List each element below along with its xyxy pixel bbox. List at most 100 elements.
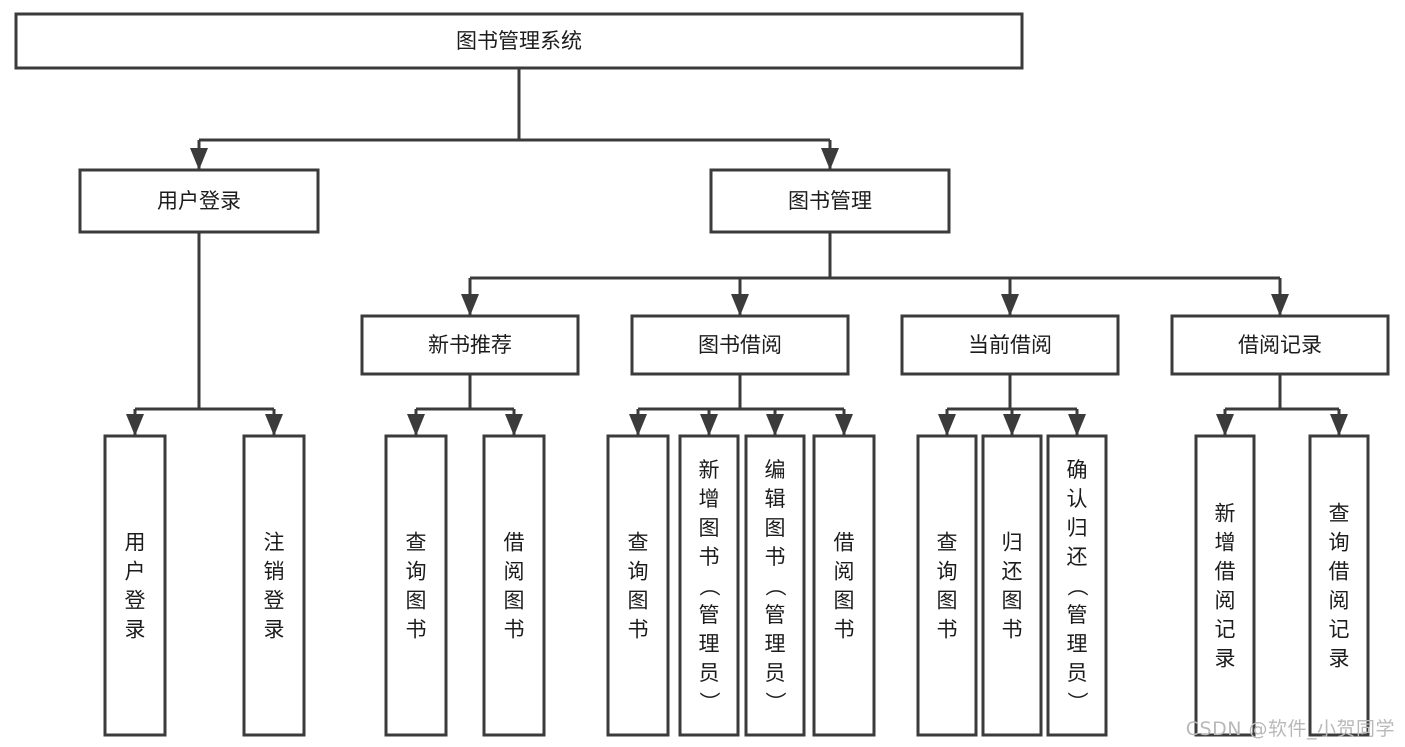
- leaf-box-0-char-1: 户: [125, 560, 146, 584]
- arrow-head-icon: [1330, 414, 1348, 436]
- leaf-box-2-char-0: 查: [406, 531, 427, 555]
- leaf-box-6-char-7: 员: [765, 661, 786, 685]
- leaf-box-0[interactable]: 用户登录: [103, 434, 167, 737]
- level2-node-0[interactable]: 用户登录: [78, 168, 320, 234]
- arrow-head-icon: [938, 414, 956, 436]
- level3-node-0[interactable]: 新书推荐: [360, 314, 580, 376]
- leaf-box-11-char-2: 借: [1215, 560, 1236, 584]
- level3-node-1-rect: [630, 314, 850, 376]
- arrow-head-icon: [700, 414, 718, 436]
- level3-node-2[interactable]: 当前借阅: [900, 314, 1120, 376]
- leaf-box-0-char-2: 登: [125, 589, 146, 613]
- leaf-box-1-char-3: 录: [264, 618, 285, 642]
- leaf-box-12-char-2: 借: [1329, 560, 1350, 584]
- leaf-box-1-char-2: 登: [264, 589, 285, 613]
- level2-node-1[interactable]: 图书管理: [709, 168, 951, 234]
- leaf-box-7-rect: [812, 434, 876, 737]
- leaf-box-5-char-0: 新: [699, 458, 720, 482]
- leaf-box-5-char-4: （: [697, 576, 721, 597]
- arrow-head-icon: [190, 148, 208, 170]
- leaf-box-7-char-2: 图: [834, 589, 855, 613]
- level2-node-1-label: 图书管理: [788, 189, 872, 213]
- root-node-system-rect: [14, 12, 1024, 70]
- leaf-box-11-char-1: 增: [1215, 531, 1236, 555]
- level2-node-1-rect: [709, 168, 951, 234]
- arrow-head-icon: [265, 414, 283, 436]
- arrow-head-icon: [126, 414, 144, 436]
- arrow-head-icon: [835, 414, 853, 436]
- leaf-box-6-char-6: 理: [765, 632, 786, 656]
- leaf-box-12-char-0: 查: [1329, 502, 1350, 526]
- leaf-box-0-rect: [103, 434, 167, 737]
- leaf-box-10-char-8: ）: [1065, 692, 1089, 713]
- root-node-system-label: 图书管理系统: [456, 29, 582, 53]
- arrow-head-icon: [1001, 294, 1019, 316]
- leaf-box-8-char-1: 询: [937, 560, 958, 584]
- leaf-box-3-char-2: 图: [504, 589, 525, 613]
- level2-node-0-rect: [78, 168, 320, 234]
- connector-lines-group: [126, 68, 1348, 436]
- leaf-box-5-char-8: ）: [697, 692, 721, 713]
- leaf-box-10-char-6: 理: [1067, 632, 1088, 656]
- leaf-box-6-char-2: 图: [765, 516, 786, 540]
- leaf-box-9-char-1: 还: [1002, 560, 1023, 584]
- leaf-box-4-char-0: 查: [628, 531, 649, 555]
- leaf-box-6-char-0: 编: [765, 458, 786, 482]
- leaf-box-10-char-2: 归: [1067, 516, 1088, 540]
- leaf-box-3-char-0: 借: [504, 531, 525, 555]
- leaf-box-11-rect: [1194, 434, 1256, 737]
- leaf-box-7-char-0: 借: [834, 531, 855, 555]
- leaf-box-5-char-2: 图: [699, 516, 720, 540]
- leaf-box-0-char-0: 用: [125, 531, 146, 555]
- leaf-box-1-rect: [242, 434, 306, 737]
- leaf-box-8-rect: [916, 434, 978, 737]
- leaf-box-7-char-3: 书: [834, 618, 855, 642]
- level3-node-3[interactable]: 借阅记录: [1170, 314, 1390, 376]
- leaf-box-8-char-3: 书: [937, 618, 958, 642]
- leaf-box-10-char-1: 认: [1067, 487, 1088, 511]
- leaf-box-6-char-8: ）: [763, 692, 787, 713]
- level3-node-0-rect: [360, 314, 580, 376]
- leaf-box-9-char-0: 归: [1002, 531, 1023, 555]
- arrow-head-icon: [766, 414, 784, 436]
- arrow-head-icon: [1068, 414, 1086, 436]
- arrow-head-icon: [731, 294, 749, 316]
- level3-node-3-rect: [1170, 314, 1390, 376]
- leaf-box-10-char-7: 员: [1067, 661, 1088, 685]
- leaf-box-11-char-4: 记: [1215, 618, 1236, 642]
- level3-node-3-label: 借阅记录: [1238, 333, 1322, 357]
- node-boxes-group: 图书管理系统用户登录 图书管理新书推荐图书借阅 当前借阅 借阅记录: [14, 12, 1390, 376]
- leaf-box-4-char-1: 询: [628, 560, 649, 584]
- leaf-box-12-char-1: 询: [1329, 531, 1350, 555]
- leaf-box-5-char-7: 员: [699, 661, 720, 685]
- leaf-box-10-rect: [1046, 434, 1108, 737]
- root-node-system[interactable]: 图书管理系统: [14, 12, 1024, 70]
- leaf-box-12-char-3: 阅: [1329, 589, 1350, 613]
- leaf-box-8-char-0: 查: [937, 531, 958, 555]
- leaf-box-11-char-0: 新: [1215, 502, 1236, 526]
- level3-node-1[interactable]: 图书借阅: [630, 314, 850, 376]
- leaf-box-11-char-3: 阅: [1215, 589, 1236, 613]
- leaf-box-7-char-1: 阅: [834, 560, 855, 584]
- level2-node-0-label: 用户登录: [157, 189, 241, 213]
- leaf-box-12-char-5: 录: [1329, 647, 1350, 671]
- leaf-box-3-char-1: 阅: [504, 560, 525, 584]
- leaf-box-10-char-5: 管: [1067, 603, 1088, 627]
- leaf-box-5-char-3: 书: [699, 545, 720, 569]
- leaf-box-2-char-2: 图: [406, 589, 427, 613]
- arrow-head-icon: [821, 148, 839, 170]
- level3-node-2-label: 当前借阅: [968, 333, 1052, 357]
